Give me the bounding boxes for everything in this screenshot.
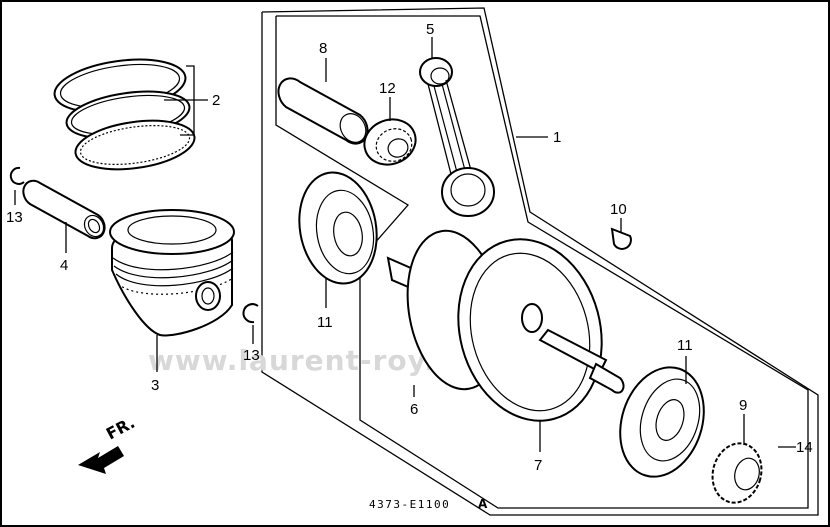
callout-6: 6	[410, 401, 418, 418]
callout-13-right: 13	[243, 347, 260, 364]
group-outline-inner	[275, 15, 809, 509]
callout-14: 14	[796, 439, 813, 456]
diagram-code-suffix: A	[478, 497, 488, 511]
callout-11-right: 11	[677, 337, 693, 354]
woodruff-key	[610, 227, 632, 250]
callout-1: 1	[553, 129, 561, 146]
callout-2: 2	[212, 92, 220, 109]
crankshaft	[386, 229, 625, 422]
callout-12: 12	[379, 80, 396, 97]
diagram-code: 4373-E1100	[369, 498, 450, 511]
connecting-rod	[419, 57, 495, 217]
bearing-right	[619, 366, 705, 478]
clip-right	[242, 303, 259, 324]
callout-8: 8	[319, 40, 327, 57]
needle-bearing	[363, 118, 417, 166]
clip-left	[9, 166, 25, 185]
callout-13-left: 13	[6, 209, 23, 226]
crank-pin	[277, 77, 369, 145]
sprocket	[711, 442, 763, 504]
callout-7: 7	[534, 457, 542, 474]
callout-4: 4	[60, 257, 68, 274]
callout-9: 9	[739, 397, 747, 414]
callout-5: 5	[426, 21, 434, 38]
callout-3: 3	[151, 377, 159, 394]
piston-rings	[53, 58, 196, 171]
front-direction-label: FR.	[103, 413, 138, 444]
piston-pin	[22, 179, 106, 240]
piston	[109, 209, 235, 337]
bearing-left	[298, 171, 378, 285]
front-direction-arrow-icon	[78, 446, 124, 474]
callout-11-left: 11	[317, 314, 333, 331]
group-outline-outer	[261, 7, 819, 516]
callout-10: 10	[610, 201, 627, 218]
